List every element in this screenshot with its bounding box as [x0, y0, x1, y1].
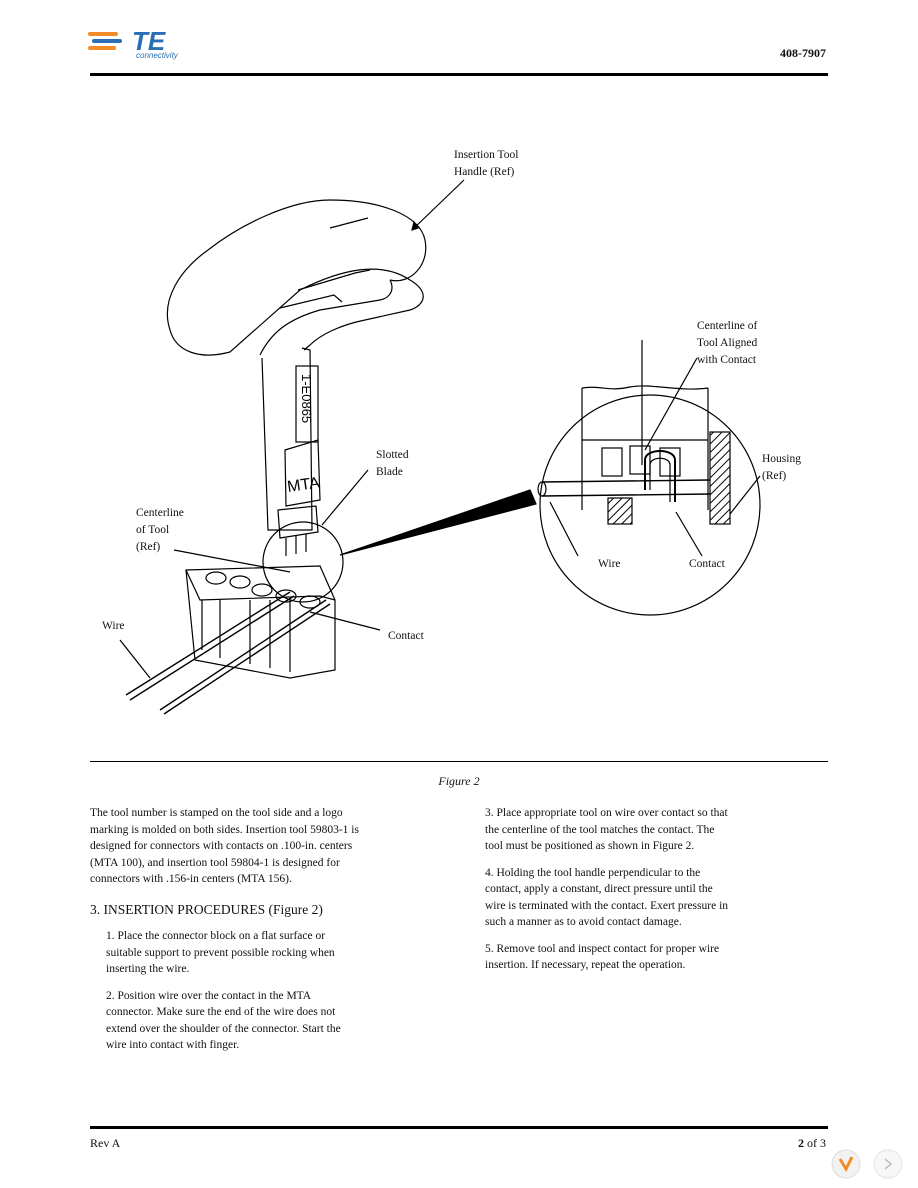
magnifier-circle — [262, 521, 344, 603]
section-number: 3. — [90, 901, 101, 917]
callout-centerline-ref: Centerline of Tool (Ref) — [136, 505, 184, 556]
tool-handle — [166, 249, 424, 356]
step-4: 4. Holding the tool handle perpendicular… — [485, 866, 729, 929]
callout-housing: Housing (Ref) — [762, 451, 801, 485]
te-logo: TE — [88, 26, 166, 56]
callout-centerline-aligned-line3: with Contact — [697, 354, 757, 366]
brand-subtitle: connectivity — [136, 51, 178, 60]
leader-contact-detail — [675, 511, 703, 557]
detail-circle — [539, 394, 761, 616]
callout-housing-line1: Housing — [762, 453, 801, 465]
leader-centerline-ref — [173, 549, 291, 573]
next-page-icon[interactable] — [873, 1149, 903, 1179]
callout-slotted-blade-line1: Slotted — [376, 449, 409, 461]
figure-caption: Figure 2 — [438, 774, 480, 788]
callout-centerline-ref-line3: (Ref) — [136, 541, 161, 553]
leader-handle — [411, 179, 465, 231]
right-column: 3. Place appropriate tool on wire over c… — [485, 805, 735, 984]
brand-text: TE — [132, 26, 166, 56]
insertion-tool-figure: 1-E0865 MTA — [119, 179, 761, 715]
figure-rule — [90, 761, 828, 762]
step-1: 1. Place the connector block on a flat s… — [106, 930, 335, 975]
callout-centerline-aligned: Centerline of Tool Aligned with Contact — [697, 318, 757, 369]
callout-handle-line1: Insertion Tool — [454, 149, 519, 161]
viewer-logo-icon — [831, 1149, 861, 1179]
page-current: 2 — [798, 1136, 804, 1150]
document-number: 408-7907 — [780, 46, 826, 60]
section-heading: 3. INSERTION PROCEDURES (Figure 2) — [90, 902, 360, 919]
tool-stamp-text: 1-E0865 — [299, 374, 314, 423]
leader-centerline-aligned — [644, 357, 698, 451]
revision-label: Rev A — [90, 1136, 120, 1151]
callout-slotted-blade-line2: Blade — [376, 466, 403, 478]
leader-wire-detail — [549, 501, 579, 557]
callout-contact-detail: Contact — [689, 558, 725, 570]
callout-wire-left: Wire — [102, 620, 125, 632]
page-number: 2 of 3 — [798, 1136, 826, 1151]
callout-contact-left: Contact — [388, 630, 424, 642]
blade-text: MTA — [286, 475, 321, 496]
footer-rule — [90, 1126, 828, 1129]
section-title: INSERTION PROCEDURES — [103, 901, 266, 917]
step-3: 3. Place appropriate tool on wire over c… — [485, 807, 728, 852]
connector-block — [185, 565, 336, 679]
page-total: of 3 — [807, 1136, 826, 1150]
leader-contact-left — [309, 611, 381, 631]
left-column: The tool number is stamped on the tool s… — [90, 805, 360, 1064]
section-ref: (Figure 2) — [268, 901, 323, 917]
leader-housing — [729, 475, 761, 515]
callout-centerline-aligned-line1: Centerline of — [697, 320, 758, 332]
tool-stamp-area — [295, 365, 319, 443]
viewer-nav-widget[interactable] — [826, 1147, 910, 1181]
callout-centerline-ref-line2: of Tool — [136, 524, 170, 536]
intro-paragraph: The tool number is stamped on the tool s… — [90, 807, 359, 885]
callout-centerline-ref-line1: Centerline — [136, 507, 184, 519]
callout-handle-line2: Handle (Ref) — [454, 166, 515, 178]
revision-text: Rev A — [90, 1136, 121, 1150]
step-5: 5. Remove tool and inspect contact for p… — [485, 942, 720, 972]
callout-housing-line2: (Ref) — [762, 470, 787, 482]
callout-centerline-aligned-line2: Tool Aligned — [697, 337, 758, 349]
callout-handle: Insertion Tool Handle (Ref) — [454, 147, 518, 181]
callout-wire-detail: Wire — [598, 558, 621, 570]
header-rule — [90, 73, 828, 76]
leader-slotted-blade — [321, 469, 369, 526]
step-2: 2. Position wire over the contact in the… — [106, 989, 341, 1052]
callout-slotted-blade: Slotted Blade — [376, 447, 409, 481]
leader-wire-left — [119, 639, 151, 679]
